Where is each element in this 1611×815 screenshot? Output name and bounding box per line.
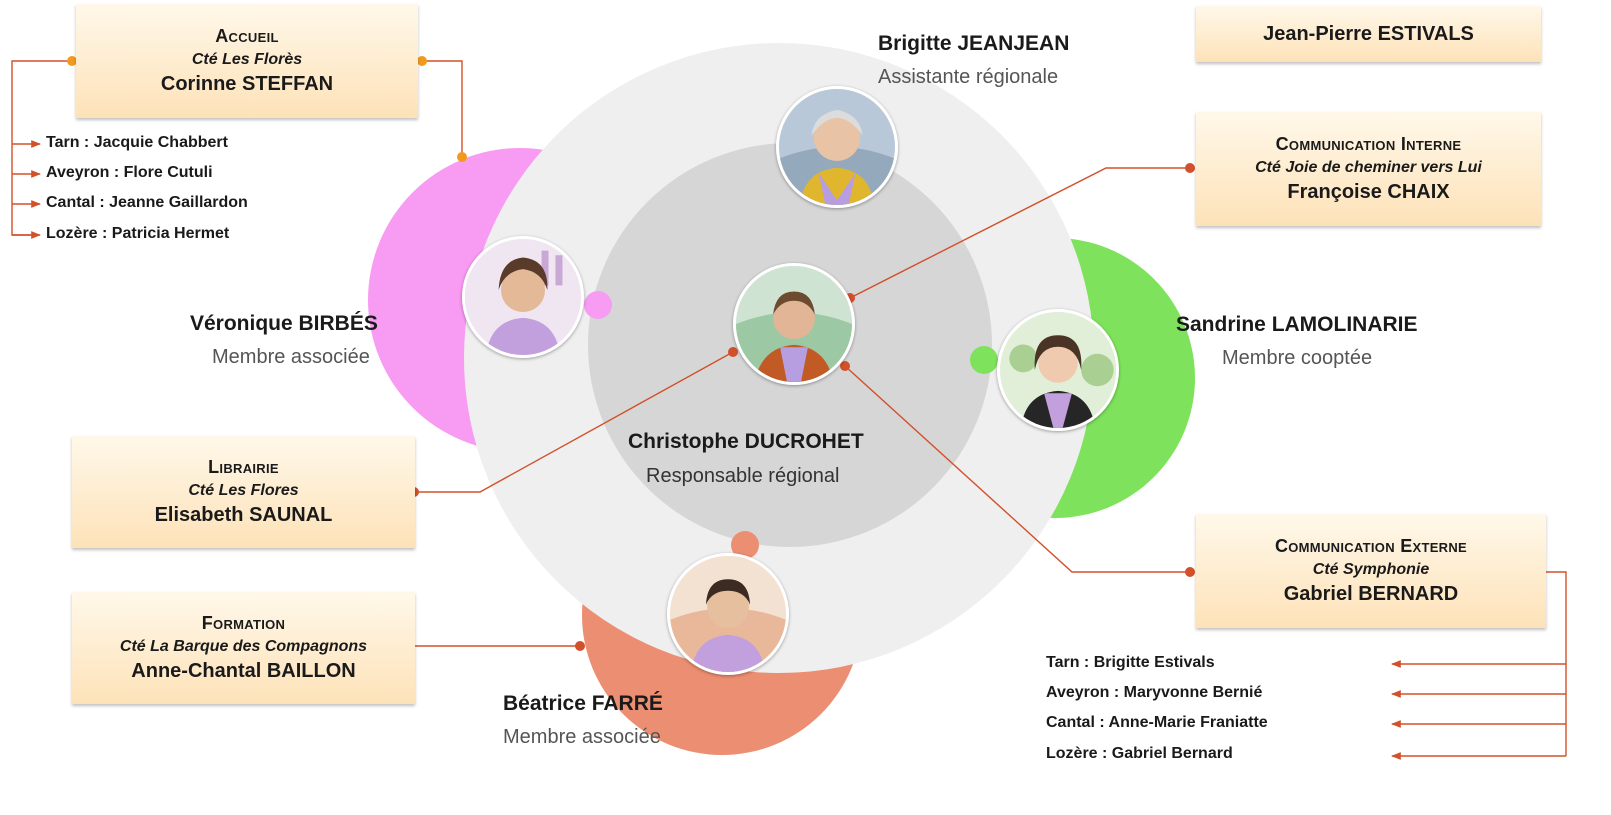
box-com-externe-community: Cté Symphonie — [1312, 561, 1430, 578]
member-name-sandrine: Sandrine LAMOLINARIE — [1176, 313, 1418, 336]
photo-christophe-ducrohet — [733, 263, 855, 385]
connector-accueil-right — [422, 60, 463, 157]
com-externe-dept-tarn: Tarn : Brigitte Estivals — [1046, 654, 1215, 671]
member-name-brigitte: Brigitte JEANJEAN — [878, 32, 1070, 55]
connector-com-externe — [844, 365, 1190, 573]
box-accueil: Accueil Cté Les Florès Corinne STEFFAN — [76, 4, 418, 118]
top-right-person: Jean-Pierre ESTIVALS — [1263, 22, 1474, 45]
box-top-right: Jean-Pierre ESTIVALS — [1196, 6, 1541, 62]
center-role: Responsable régional — [646, 465, 840, 487]
box-accueil-person: Corinne STEFFAN — [160, 73, 334, 95]
photo-veronique-birbes — [462, 236, 584, 358]
box-formation-community: Cté La Barque des Compagnons — [119, 638, 368, 655]
box-com-interne-community: Cté Joie de cheminer vers Lui — [1255, 159, 1482, 176]
box-accueil-community: Cté Les Florès — [191, 51, 303, 68]
box-librairie: Librairie Cté Les Flores Elisabeth SAUNA… — [72, 436, 415, 548]
accueil-dept-cantal: Cantal : Jeanne Gaillardon — [46, 194, 248, 211]
com-externe-dept-cantal: Cantal : Anne-Marie Franiatte — [1046, 714, 1268, 731]
box-librairie-community: Cté Les Flores — [188, 482, 299, 499]
box-accueil-title: Accueil — [215, 26, 279, 46]
photo-brigitte-jeanjean — [776, 86, 898, 208]
box-formation: Formation Cté La Barque des Compagnons A… — [72, 592, 415, 704]
photo-sandrine-lamolinarie — [997, 309, 1119, 431]
accueil-dept-tarn: Tarn : Jacquie Chabbert — [46, 134, 228, 151]
box-formation-title: Formation — [201, 613, 286, 633]
photo-beatrice-farre — [667, 553, 789, 675]
member-role-beatrice: Membre associée — [503, 726, 661, 748]
accueil-dept-lozere: Lozère : Patricia Hermet — [46, 225, 230, 242]
salmon-dot — [731, 531, 759, 559]
com-externe-dept-lozere: Lozère : Gabriel Bernard — [1046, 745, 1233, 762]
box-librairie-person: Elisabeth SAUNAL — [154, 504, 333, 526]
com-externe-dept-aveyron: Aveyron : Maryvonne Bernié — [1046, 684, 1263, 701]
box-formation-person: Anne-Chantal BAILLON — [131, 660, 356, 682]
connector-com-interne — [849, 167, 1190, 299]
box-communication-interne: Communication Interne Cté Joie de chemin… — [1196, 112, 1541, 226]
member-role-brigitte: Assistante régionale — [878, 66, 1059, 88]
member-name-veronique: Véronique BIRBÉS — [190, 312, 378, 335]
member-name-beatrice: Béatrice FARRÉ — [503, 692, 663, 715]
box-com-externe-person: Gabriel BERNARD — [1283, 583, 1459, 605]
box-com-interne-person: Françoise CHAIX — [1287, 181, 1450, 203]
accueil-dept-aveyron: Aveyron : Flore Cutuli — [46, 164, 213, 181]
connector-librairie — [414, 351, 734, 493]
member-role-veronique: Membre associée — [212, 346, 370, 368]
box-communication-externe: Communication Externe Cté Symphonie Gabr… — [1196, 514, 1546, 628]
box-com-externe-title: Communication Externe — [1274, 536, 1468, 556]
box-librairie-title: Librairie — [208, 457, 279, 477]
green-dot — [970, 346, 998, 374]
member-role-sandrine: Membre cooptée — [1222, 347, 1373, 369]
center-name: Christophe DUCROHET — [628, 430, 864, 453]
box-com-interne-title: Communication Interne — [1275, 134, 1462, 154]
pink-dot — [584, 291, 612, 319]
